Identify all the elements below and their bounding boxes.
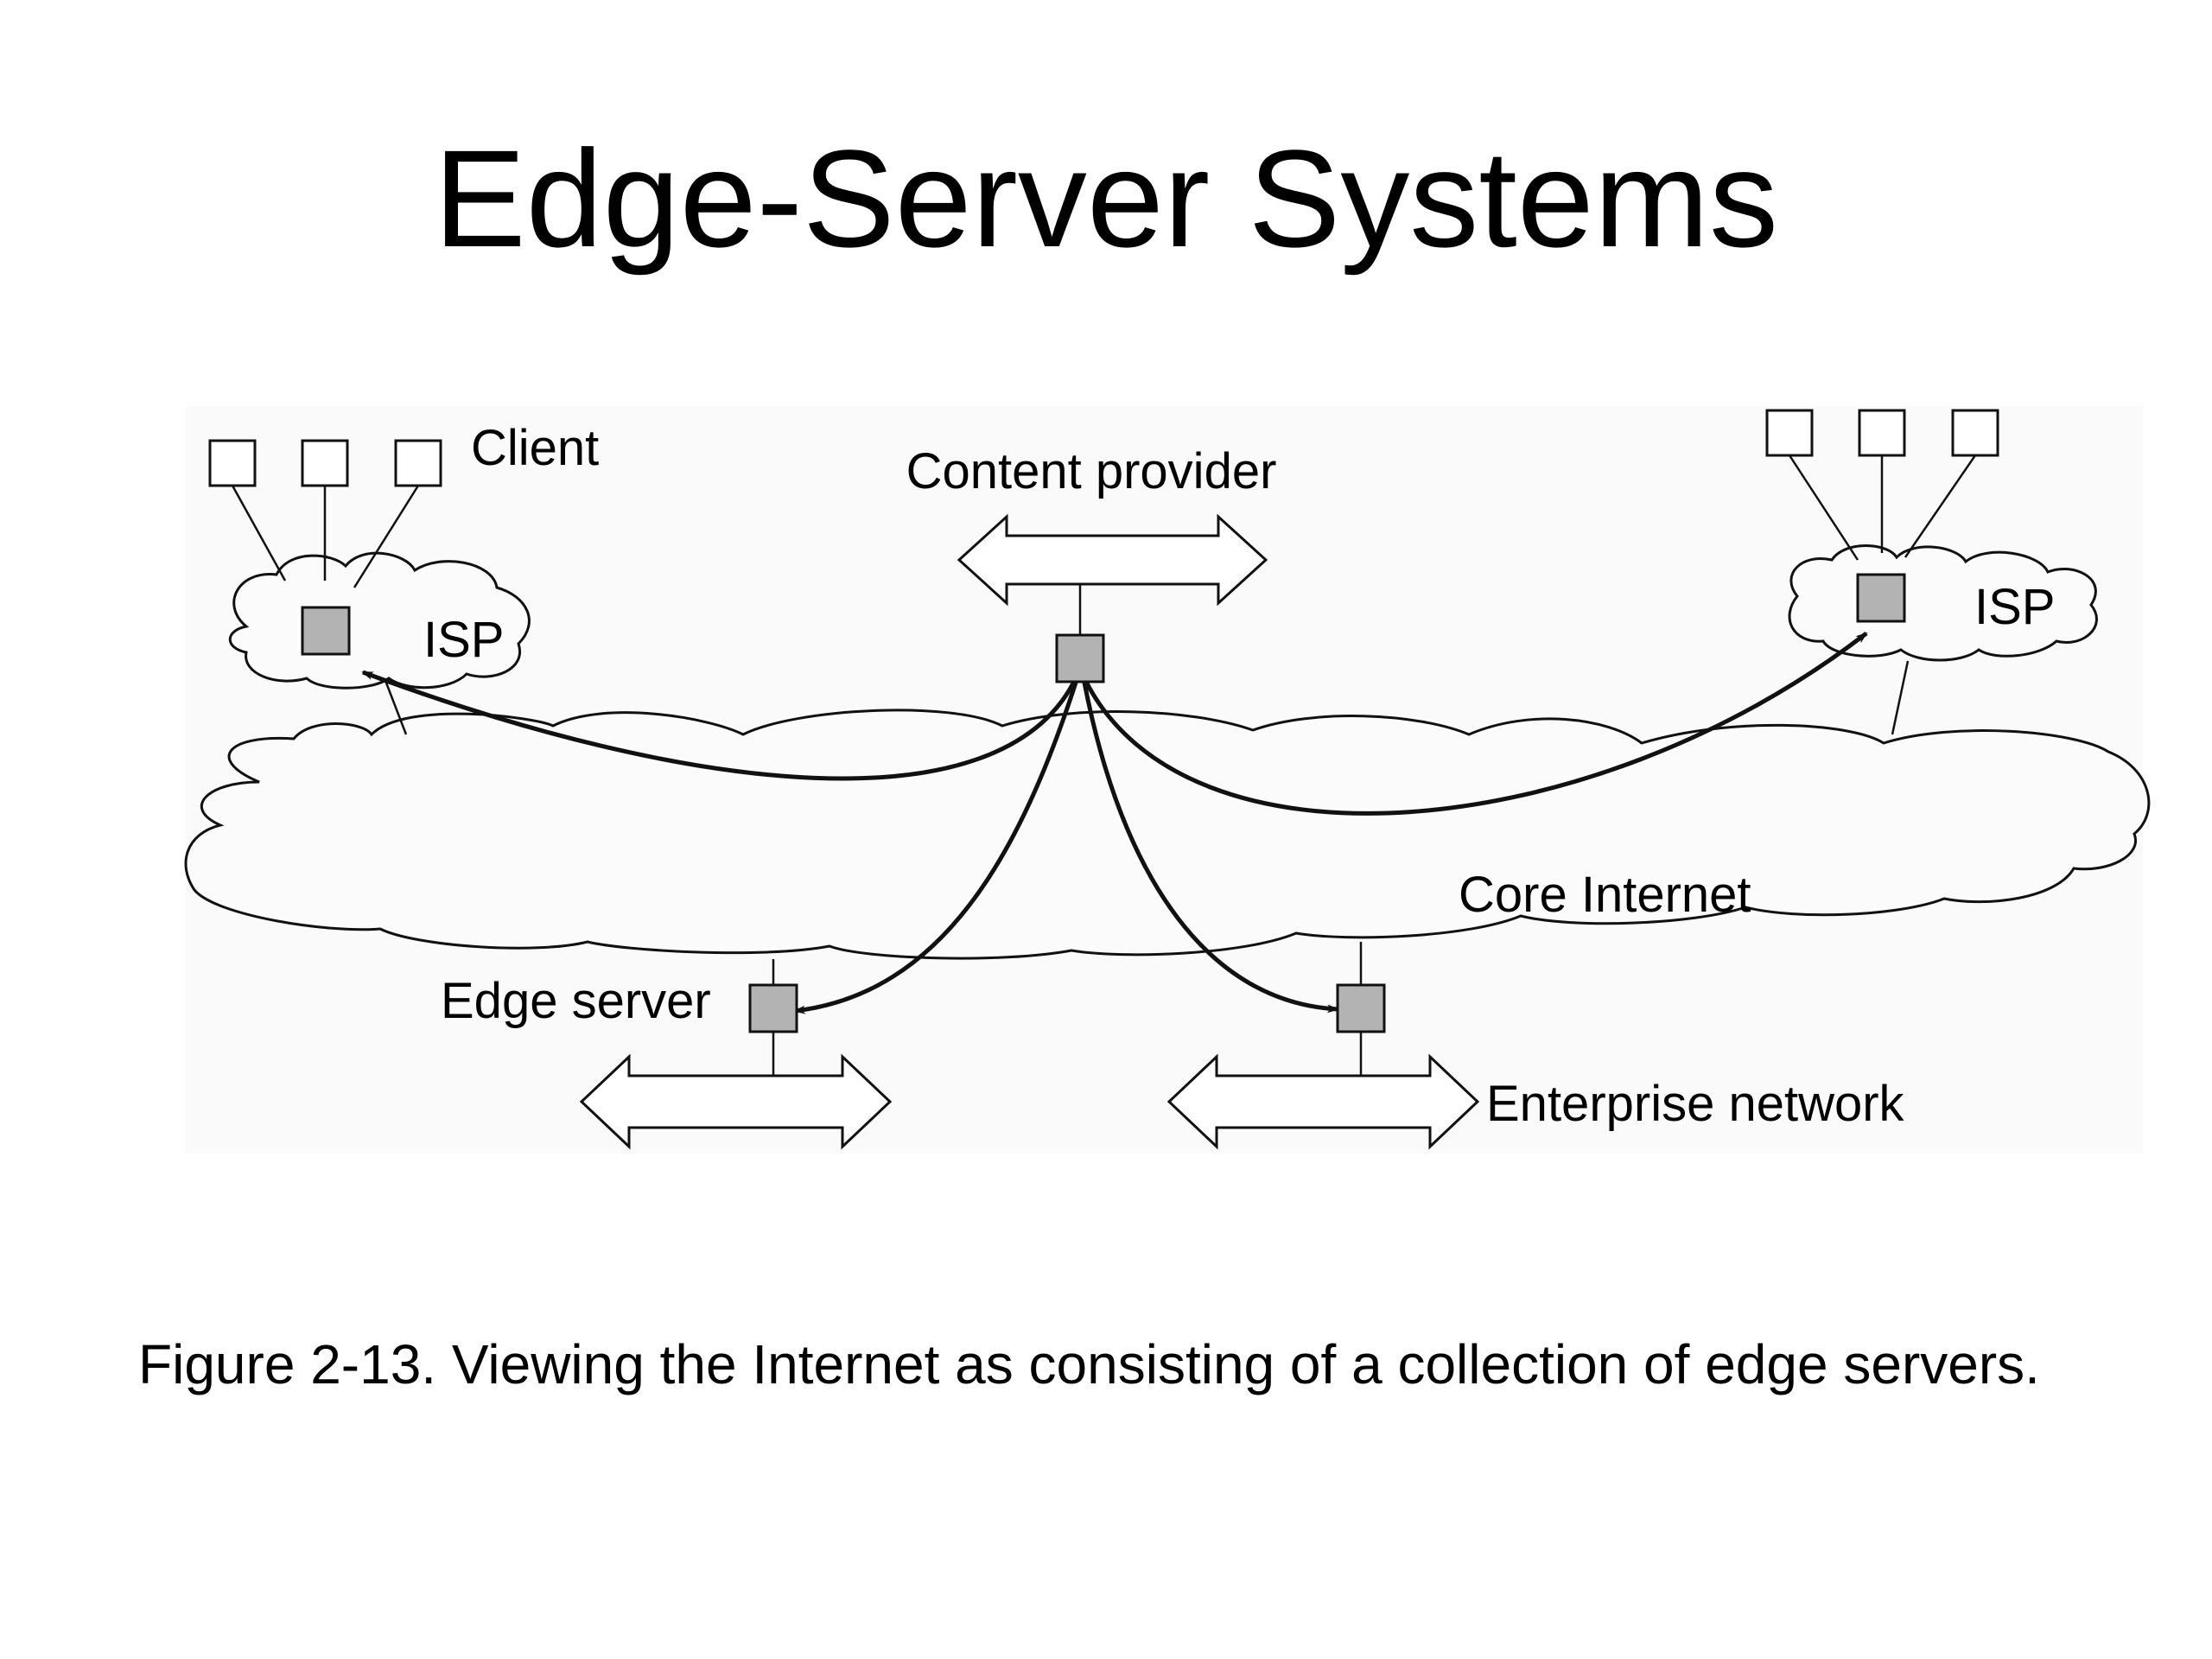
arrow-to-isp-left <box>361 670 1078 781</box>
enterprise-server-node <box>1336 983 1386 1033</box>
isp-server-left <box>301 606 351 656</box>
servers <box>301 573 1906 1033</box>
client-host <box>1765 409 1814 457</box>
arrow-to-enterprise <box>1082 682 1339 1014</box>
client-hosts-left <box>208 439 442 487</box>
replication-arrows <box>361 632 1868 1014</box>
client-hosts-right <box>1765 409 1999 457</box>
client-host <box>301 439 349 487</box>
client-label: Client <box>471 420 599 476</box>
server-links <box>772 584 1363 1076</box>
arrow-to-isp-right <box>1082 632 1868 816</box>
figure-caption: Figure 2-13. Viewing the Internet as con… <box>138 1333 2040 1395</box>
content-provider-server <box>1055 633 1105 683</box>
content-provider-label: Content provider <box>906 443 1277 499</box>
enterprise-network <box>1166 1053 1480 1150</box>
client-links-right <box>1788 454 1977 735</box>
isp-label-left: ISP <box>423 612 505 668</box>
client-links-left <box>231 485 420 735</box>
edge-server-node <box>748 983 798 1033</box>
client-host <box>1951 409 1999 457</box>
arrow-to-edge-server <box>793 682 1078 1014</box>
isp-label-right: ISP <box>1974 579 2056 635</box>
edge-server-network <box>579 1053 893 1150</box>
client-host <box>1858 409 1906 457</box>
core-internet-label: Core Internet <box>1459 867 1751 923</box>
slide-title: Edge-Server Systems <box>433 121 1779 276</box>
edge-server-label: Edge server <box>441 973 711 1029</box>
isp-server-right <box>1856 573 1906 623</box>
client-host <box>208 439 257 487</box>
enterprise-network-label: Enterprise network <box>1486 1076 1905 1132</box>
client-host <box>394 439 442 487</box>
content-provider-network <box>957 513 1268 607</box>
core-internet-cloud <box>184 709 2151 960</box>
